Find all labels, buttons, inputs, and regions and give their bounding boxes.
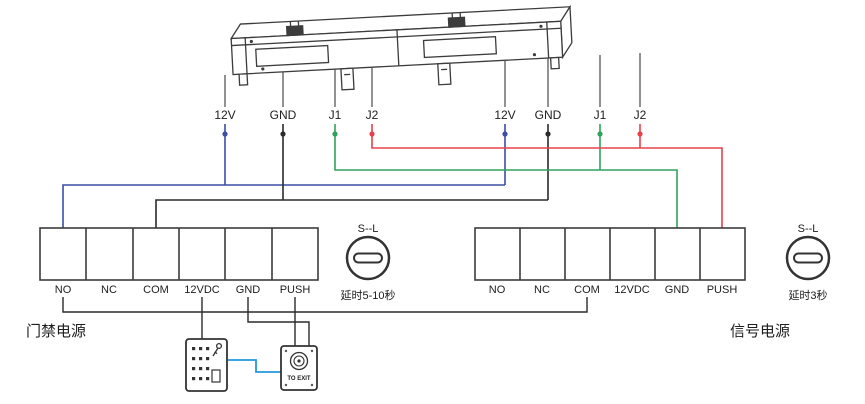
terminal-label-gnd-right: GND [665, 284, 690, 296]
maglock-divider-left [244, 37, 248, 74]
terminal-label-nc-left: NC [101, 284, 117, 296]
wire-12v [62, 124, 506, 228]
wire-gnd [155, 124, 549, 228]
maglock-divider-right [546, 21, 550, 59]
exit-button-plate [280, 345, 318, 391]
maglock-foot-right [549, 56, 560, 70]
maglock-armature-plate-right [422, 36, 498, 59]
terminal-label-nc-right: NC [534, 284, 550, 296]
exit-button-screw [284, 349, 288, 353]
exit-button-ring-outer [289, 351, 309, 371]
maglock-screw [249, 39, 253, 44]
maglock-front-face [230, 20, 564, 76]
wire-label-j2-left: J2 [366, 108, 379, 122]
exit-button-screw [284, 383, 288, 387]
maglock-connector-left-pins [289, 20, 300, 27]
maglock-seam [231, 27, 562, 47]
keypad-card-slot [211, 369, 221, 383]
wire-dot-gnd-left [280, 131, 286, 137]
terminal-label-push-left: PUSH [280, 284, 311, 296]
maglock-screw [261, 67, 265, 71]
terminal-block-right [474, 227, 746, 281]
timer-dial-left-note: 延时5-10秒 [340, 288, 395, 302]
exit-button-screw [310, 383, 314, 387]
maglock-screw [539, 24, 543, 28]
wire-dot-j2-left [369, 131, 375, 137]
maglock-mount-tab-left [340, 67, 355, 91]
wire-label-gnd-left: GND [270, 108, 297, 122]
timer-dial-left-label: S--L [358, 223, 379, 235]
wire-dot-j2-right [637, 131, 643, 137]
key-icon [212, 342, 223, 357]
wire-dot-j1-right [597, 131, 603, 137]
terminal-label-gnd-left: GND [236, 284, 261, 296]
bottom-wire-gnd-to-exit [247, 297, 310, 346]
wire-label-j1-right: J1 [594, 108, 607, 122]
exit-button-screw [310, 349, 314, 353]
terminal-block-left-dividers [85, 228, 273, 280]
keypad-icon [185, 338, 228, 392]
exit-button-label: TO EXIT [287, 376, 311, 382]
timer-dial-right: S--L 延时3秒 [785, 223, 831, 302]
wire-j1 [334, 124, 678, 228]
exit-button-ring-inner [293, 355, 305, 367]
timer-dial-right-slot [793, 252, 823, 264]
terminal-label-12vdc-left: 12VDC [184, 284, 220, 296]
wire-label-12v-right: 12V [494, 108, 515, 122]
wire-dot-gnd-right [545, 131, 551, 137]
wire-dot-j1-left [332, 131, 338, 137]
timer-dial-right-note: 延时3秒 [788, 288, 827, 302]
psu-caption-left: 门禁电源 [26, 323, 86, 340]
bottom-wire-no-to-com [62, 297, 588, 313]
keypad-body [185, 338, 228, 392]
maglock-divider-mid [396, 29, 400, 66]
timer-dial-left-slot [353, 252, 383, 264]
wire-label-12v-left: 12V [214, 108, 235, 122]
terminal-label-12vdc-right: 12VDC [614, 284, 650, 296]
wire-label-j1-left: J1 [329, 108, 342, 122]
maglock-connector-right [447, 16, 466, 28]
terminal-label-com-right: COM [574, 284, 600, 296]
maglock-drawing [229, 4, 573, 91]
terminal-label-no-right: NO [489, 284, 506, 296]
maglock-connector-right-pins [451, 12, 462, 18]
maglock-screw [532, 53, 537, 57]
wire-keypad-link [227, 359, 281, 373]
wire-dot-12v-left [222, 131, 228, 137]
wire-j2 [371, 124, 723, 228]
wire-label-j2-right: J2 [634, 108, 647, 122]
maglock-connector-left [285, 25, 304, 37]
keypad-buttons [192, 347, 210, 381]
terminal-label-push-right: PUSH [707, 284, 738, 296]
timer-dial-right-label: S--L [798, 223, 819, 235]
lock-wire-stubs [224, 53, 641, 107]
terminal-label-com-left: COM [143, 284, 169, 296]
maglock-armature-plate-left [255, 44, 330, 67]
terminal-label-no-left: NO [55, 284, 72, 296]
maglock-mount-tab-right [437, 62, 452, 86]
exit-button-icon: TO EXIT [280, 345, 318, 391]
maglock-foot-left [238, 73, 249, 86]
timer-dial-left: S--L 延时5-10秒 [340, 223, 395, 302]
wire-dot-12v-right [502, 131, 508, 137]
terminal-block-right-dividers [519, 228, 701, 280]
exit-button-center [297, 359, 301, 363]
wire-label-gnd-right: GND [535, 108, 562, 122]
psu-caption-right: 信号电源 [730, 323, 790, 340]
terminal-block-left [39, 227, 319, 281]
